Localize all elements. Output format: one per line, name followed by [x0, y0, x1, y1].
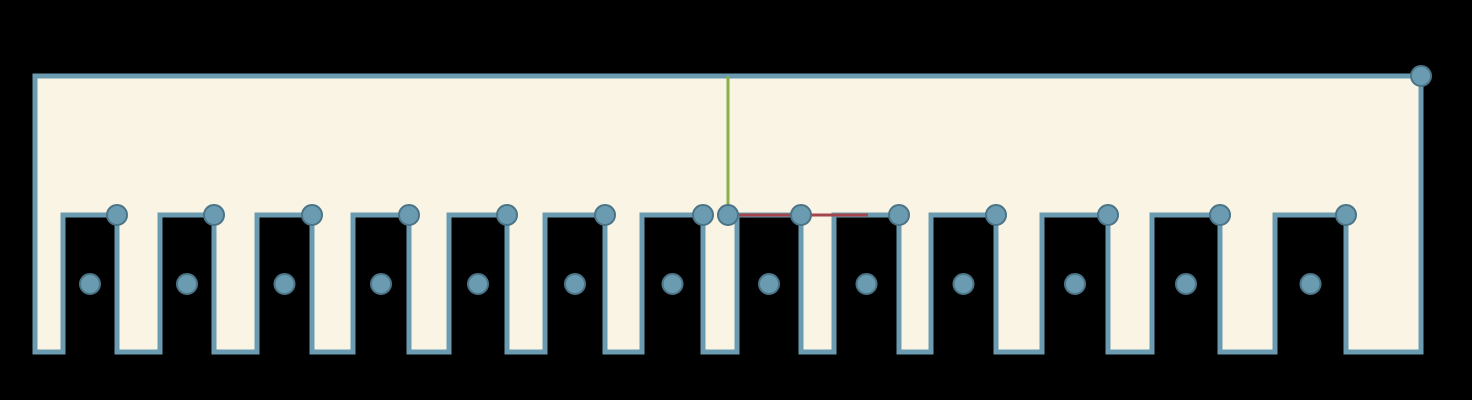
slot-6-center-handle[interactable]	[564, 273, 586, 295]
slot-13-center-handle[interactable]	[1299, 273, 1322, 295]
slot-5-center-handle[interactable]	[467, 273, 489, 295]
slot-8-corner-handle[interactable]	[790, 204, 812, 226]
slot-12-center-handle[interactable]	[1175, 273, 1197, 295]
slot-3-center-handle[interactable]	[273, 273, 296, 295]
slot-7-corner-handle[interactable]	[692, 204, 714, 226]
slot-2-center-handle[interactable]	[176, 273, 198, 295]
slot-13-corner-handle[interactable]	[1335, 204, 1357, 226]
origin-handle[interactable]	[717, 204, 739, 226]
slot-6-corner-handle[interactable]	[594, 204, 616, 226]
slot-5-corner-handle[interactable]	[496, 204, 518, 226]
slot-12-corner-handle[interactable]	[1209, 204, 1231, 226]
slot-11-center-handle[interactable]	[1064, 273, 1086, 295]
slot-2-corner-handle[interactable]	[203, 204, 225, 226]
corner-handle[interactable]	[1410, 65, 1432, 87]
slot-9-corner-handle[interactable]	[888, 204, 910, 226]
slot-4-center-handle[interactable]	[370, 273, 392, 295]
slot-10-corner-handle[interactable]	[985, 204, 1007, 226]
control-handles	[79, 65, 1432, 295]
slot-1-center-handle[interactable]	[79, 273, 101, 295]
slot-9-center-handle[interactable]	[855, 273, 878, 295]
slot-10-center-handle[interactable]	[952, 273, 975, 295]
slot-11-corner-handle[interactable]	[1097, 204, 1119, 226]
slot-1-corner-handle[interactable]	[106, 204, 128, 226]
slot-7-center-handle[interactable]	[661, 273, 684, 295]
slot-8-center-handle[interactable]	[758, 273, 780, 295]
slot-3-corner-handle[interactable]	[301, 204, 323, 226]
slot-4-corner-handle[interactable]	[398, 204, 420, 226]
